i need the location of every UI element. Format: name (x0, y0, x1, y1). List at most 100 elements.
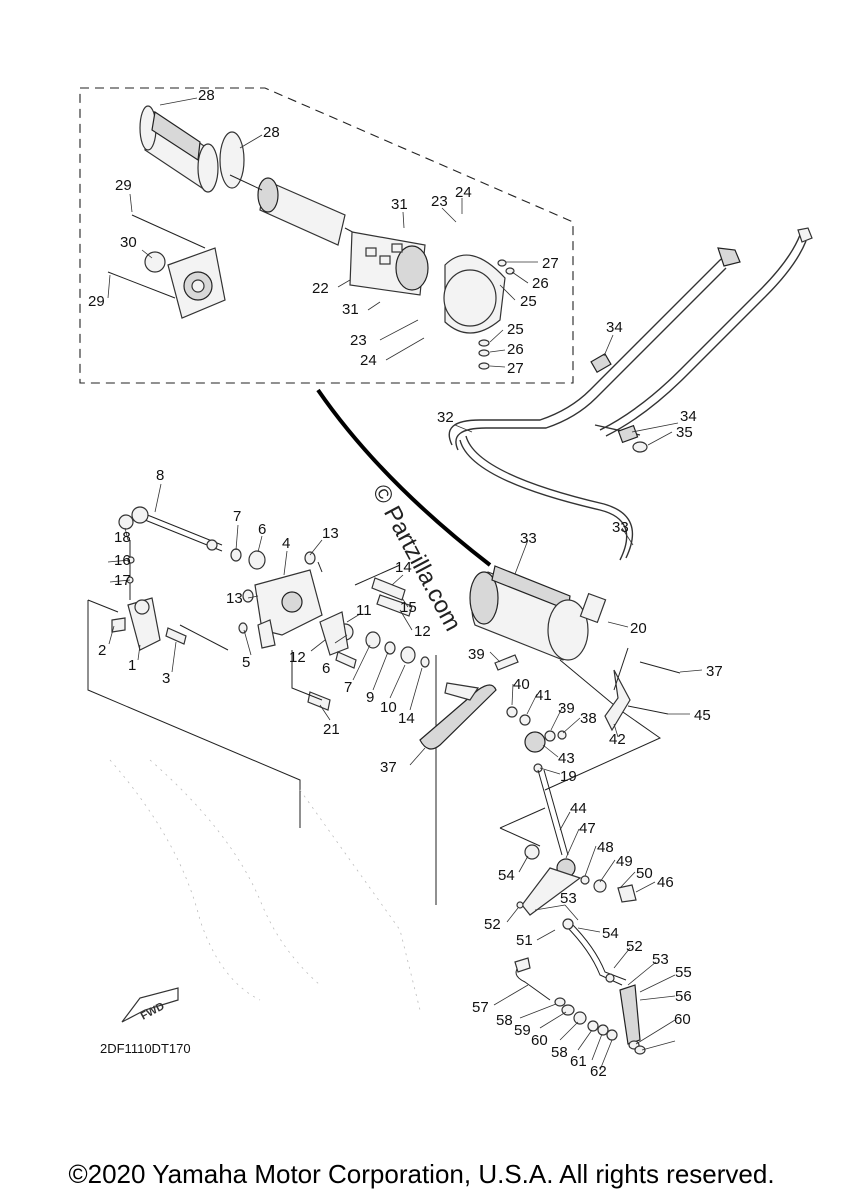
leader-lines (107, 97, 703, 1071)
callout-37: 37 (706, 663, 723, 680)
callout-2: 2 (98, 642, 106, 659)
callout-61: 61 (570, 1053, 587, 1070)
callout-20: 20 (630, 620, 647, 637)
callout-27: 27 (542, 255, 559, 272)
link-arm-11 (319, 611, 349, 656)
starter-rear-cover (443, 254, 506, 334)
small-shafts (307, 577, 413, 711)
clips-washers-lower (554, 997, 646, 1055)
grip-handle (419, 654, 519, 750)
callout-49: 49 (616, 853, 633, 870)
callout-25: 25 (507, 321, 524, 338)
callout-42: 42 (609, 731, 626, 748)
callout-25: 25 (520, 293, 537, 310)
brush-holder (349, 231, 429, 296)
callout-7: 7 (233, 508, 241, 525)
callout-10: 10 (380, 699, 397, 716)
starter-bolts (107, 214, 206, 299)
callout-58: 58 (496, 1012, 513, 1029)
callout-14: 14 (395, 559, 412, 576)
callout-13: 13 (226, 590, 243, 607)
callout-51: 51 (516, 932, 533, 949)
callout-60: 60 (674, 1011, 691, 1028)
faint-hull-sketch (109, 759, 421, 1011)
callout-53: 53 (652, 951, 669, 968)
callout-12: 12 (289, 649, 306, 666)
fwd-arrow: FWD (121, 987, 179, 1023)
callout-38: 38 (580, 710, 597, 727)
callout-43: 43 (558, 750, 575, 767)
rod-56 (514, 957, 551, 1001)
callout-29: 29 (88, 293, 105, 310)
callout-21: 21 (323, 721, 340, 738)
callout-15: 15 (400, 599, 417, 616)
callout-12: 12 (414, 623, 431, 640)
starter-front-cover (167, 247, 226, 319)
callout-56: 56 (675, 988, 692, 1005)
callout-31: 31 (342, 301, 359, 318)
callout-7: 7 (344, 679, 352, 696)
callout-34: 34 (680, 408, 697, 425)
copyright-notice: ©2020 Yamaha Motor Corporation, U.S.A. A… (68, 1159, 775, 1189)
throttle-link-parts (506, 706, 569, 856)
callout-22: 22 (312, 280, 329, 297)
callout-8: 8 (156, 467, 164, 484)
callout-53: 53 (560, 890, 577, 907)
shift-rod (131, 506, 223, 552)
callout-37: 37 (380, 759, 397, 776)
callout-54: 54 (498, 867, 515, 884)
starter-o-ring (219, 131, 245, 189)
callout-48: 48 (597, 839, 614, 856)
callout-55: 55 (675, 964, 692, 981)
callout-33: 33 (520, 530, 537, 547)
callout-5: 5 (242, 654, 250, 671)
callout-3: 3 (162, 670, 170, 687)
callout-1: 1 (128, 657, 136, 674)
callout-13: 13 (322, 525, 339, 542)
callout-31: 31 (391, 196, 408, 213)
callout-46: 46 (657, 874, 674, 891)
callout-4: 4 (282, 535, 290, 552)
diagram-code: 2DF1110DT170 (100, 1041, 191, 1056)
callout-34: 34 (606, 319, 623, 336)
shift-lever-lower (516, 844, 637, 916)
callout-39: 39 (468, 646, 485, 663)
callout-39: 39 (558, 700, 575, 717)
shift-rod-51 (562, 918, 627, 986)
callout-30: 30 (120, 234, 137, 251)
callout-62: 62 (590, 1063, 607, 1080)
callout-47: 47 (579, 820, 596, 837)
callout-6: 6 (322, 660, 330, 677)
callout-35: 35 (676, 424, 693, 441)
lever-1 (111, 597, 187, 651)
starter-yoke (139, 105, 219, 193)
callout-23: 23 (431, 193, 448, 210)
callout-28: 28 (198, 87, 215, 104)
cable-clamps (590, 352, 648, 453)
callout-33: 33 (612, 519, 629, 536)
bracket-45 (604, 647, 681, 732)
callout-6: 6 (258, 521, 266, 538)
callout-27: 27 (507, 360, 524, 377)
callout-11: 11 (356, 602, 372, 619)
callout-29: 29 (115, 177, 132, 194)
callout-41: 41 (535, 687, 552, 704)
detail-leader-line (316, 388, 492, 567)
callout-45: 45 (694, 707, 711, 724)
callout-16: 16 (114, 552, 131, 569)
starter-motor (469, 565, 607, 661)
callout-24: 24 (360, 352, 377, 369)
throttle-cam (254, 569, 323, 649)
callout-50: 50 (636, 865, 653, 882)
detail-box-outline (79, 87, 574, 384)
callout-18: 18 (114, 529, 131, 546)
terminal-parts (478, 259, 515, 370)
callout-54: 54 (602, 925, 619, 942)
callout-24: 24 (455, 184, 472, 201)
starter-armature (229, 174, 361, 246)
callout-44: 44 (570, 800, 587, 817)
lever-55 (619, 984, 641, 1045)
callout-26: 26 (507, 341, 524, 358)
